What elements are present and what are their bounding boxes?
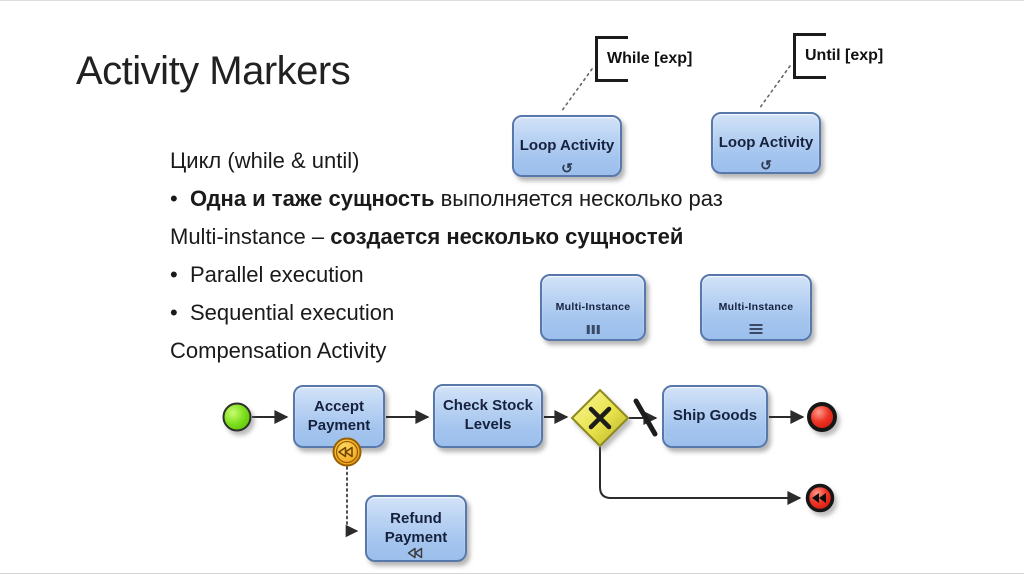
parallel-marker-icon [586, 325, 600, 334]
refund-payment-task: Refund Payment [365, 495, 467, 562]
check-stock-levels-task: Check Stock Levels [433, 384, 543, 448]
compensation-end-event [805, 483, 835, 513]
loop-activity-task-2: Loop Activity ↺ [711, 112, 821, 174]
rewind-icon [338, 446, 353, 458]
multi-instance-sequential-task: Multi-Instance [700, 274, 812, 341]
text-line-same-entity: • Одна и таже сущность выполняется нескол… [170, 180, 723, 218]
until-callout-label: Until [exp] [805, 47, 884, 64]
text-line-compensation: Compensation Activity [170, 332, 723, 370]
loop-marker-icon: ↺ [760, 157, 772, 173]
accept-payment-label: Accept Payment [307, 397, 371, 434]
while-callout-bracket: While [exp] [595, 36, 692, 82]
loop-activity-label: Loop Activity [519, 136, 615, 154]
start-event [222, 402, 252, 432]
until-callout-leader-line [758, 65, 791, 110]
flow-gateway-to-compensation-end [599, 447, 802, 505]
bullet-list: Цикл (while & until) • Одна и таже сущнос… [170, 142, 723, 370]
bullet-icon: • [170, 262, 178, 287]
default-flow-slash-icon [633, 398, 658, 437]
end-event [807, 402, 837, 432]
while-callout-leader-line [560, 68, 593, 113]
line1-text: Цикл (while & until) [170, 148, 360, 173]
line2-bold-text: Одна и таже сущность [190, 186, 435, 211]
line2-rest-text: выполняется несколько раз [434, 186, 723, 211]
multi-instance-label: Multi-Instance [718, 300, 794, 313]
accept-payment-task: Accept Payment [293, 385, 385, 448]
rewind-icon [812, 493, 826, 503]
line4-text: Parallel execution [190, 262, 364, 287]
line6-text: Compensation Activity [170, 338, 387, 363]
while-callout-label: While [exp] [607, 50, 693, 67]
until-callout-bracket: Until [exp] [793, 33, 883, 79]
ship-goods-task: Ship Goods [662, 385, 768, 448]
text-line-cycle: Цикл (while & until) [170, 142, 723, 180]
refund-payment-label: Refund Payment [384, 509, 448, 546]
bullet-icon: • [170, 186, 178, 211]
sequential-marker-icon [749, 324, 763, 334]
page-title: Activity Markers [76, 49, 351, 93]
loop-marker-icon: ↺ [561, 160, 573, 176]
text-line-sequential: • Sequential execution [170, 294, 723, 332]
ship-goods-label: Ship Goods [672, 407, 758, 425]
exclusive-gateway [570, 388, 630, 448]
loop-activity-label: Loop Activity [718, 133, 814, 151]
gateway-x-icon [588, 406, 612, 430]
line5-text: Sequential execution [190, 300, 395, 325]
compensation-association-line [345, 466, 359, 538]
multi-instance-parallel-task: Multi-Instance [540, 274, 646, 341]
loop-activity-task-1: Loop Activity ↺ [512, 115, 622, 177]
line3-bold-text: создается несколько сущностей [330, 224, 684, 249]
text-line-parallel: • Parallel execution [170, 256, 723, 294]
multi-instance-label: Multi-Instance [555, 300, 631, 313]
line3-pre-text: Multi-instance – [170, 224, 331, 249]
text-line-multi-instance: Multi-instance – создается несколько сущ… [170, 218, 723, 256]
check-stock-levels-label: Check Stock Levels [442, 397, 534, 433]
bullet-icon: • [170, 300, 178, 325]
